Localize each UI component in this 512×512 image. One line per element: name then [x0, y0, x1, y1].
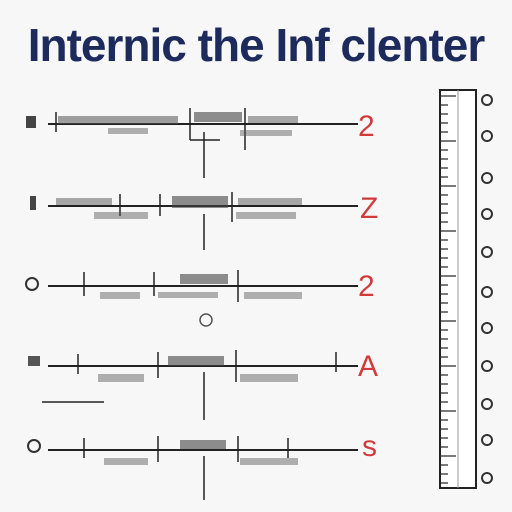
row-start-marker	[26, 116, 36, 128]
illegible-text	[168, 356, 224, 366]
row-start-marker	[27, 439, 41, 453]
illegible-text	[104, 458, 148, 465]
measurement-row	[28, 350, 358, 420]
illegible-text	[94, 212, 148, 219]
row-1-label: 2	[358, 110, 375, 143]
illegible-text	[180, 440, 226, 449]
illegible-text	[244, 292, 302, 299]
small-symbol	[199, 313, 213, 327]
row-5-label: s	[362, 430, 377, 463]
page-title: Internic the Inf clenter	[27, 19, 486, 71]
ruler-circle-symbol	[481, 208, 493, 220]
vertical-ruler	[439, 89, 493, 489]
illegible-text	[236, 212, 296, 219]
ruler-circle-symbol	[481, 472, 493, 484]
row-4-label: A	[358, 350, 379, 383]
ruler-circle-symbol	[481, 246, 493, 258]
ruler-circle-symbol	[481, 434, 493, 446]
illegible-text	[172, 196, 228, 208]
illegible-text	[98, 374, 144, 382]
measurement-row	[27, 436, 358, 500]
illegible-text	[240, 374, 298, 382]
ruler-ticks	[440, 95, 456, 484]
illegible-text	[248, 116, 298, 123]
illegible-text	[158, 292, 218, 298]
ruler-circles	[481, 94, 493, 484]
ruler-circle-symbol	[481, 322, 493, 334]
illegible-text	[56, 198, 112, 205]
illegible-text	[238, 198, 302, 205]
row-2-label: Z	[360, 192, 379, 225]
illegible-text	[100, 292, 140, 299]
illegible-text	[194, 112, 242, 122]
row-start-marker	[28, 356, 40, 366]
illegible-text	[180, 274, 228, 284]
measurement-row	[26, 108, 358, 178]
ruler-circle-symbol	[481, 94, 493, 106]
ruler-circle-symbol	[481, 360, 493, 372]
ruler-circle-symbol	[481, 130, 493, 142]
ruler-circle-symbol	[481, 286, 493, 298]
measurement-row	[25, 270, 358, 327]
measurement-row	[30, 192, 358, 250]
row-start-marker	[25, 277, 39, 291]
row-start-marker	[30, 196, 36, 210]
illegible-text	[240, 130, 292, 136]
row-3-label: 2	[358, 270, 375, 303]
illegible-text	[240, 458, 298, 465]
illegible-text	[108, 128, 148, 134]
illegible-text	[58, 116, 178, 124]
ruler-circle-symbol	[481, 398, 493, 410]
ruler-circle-symbol	[481, 172, 493, 184]
